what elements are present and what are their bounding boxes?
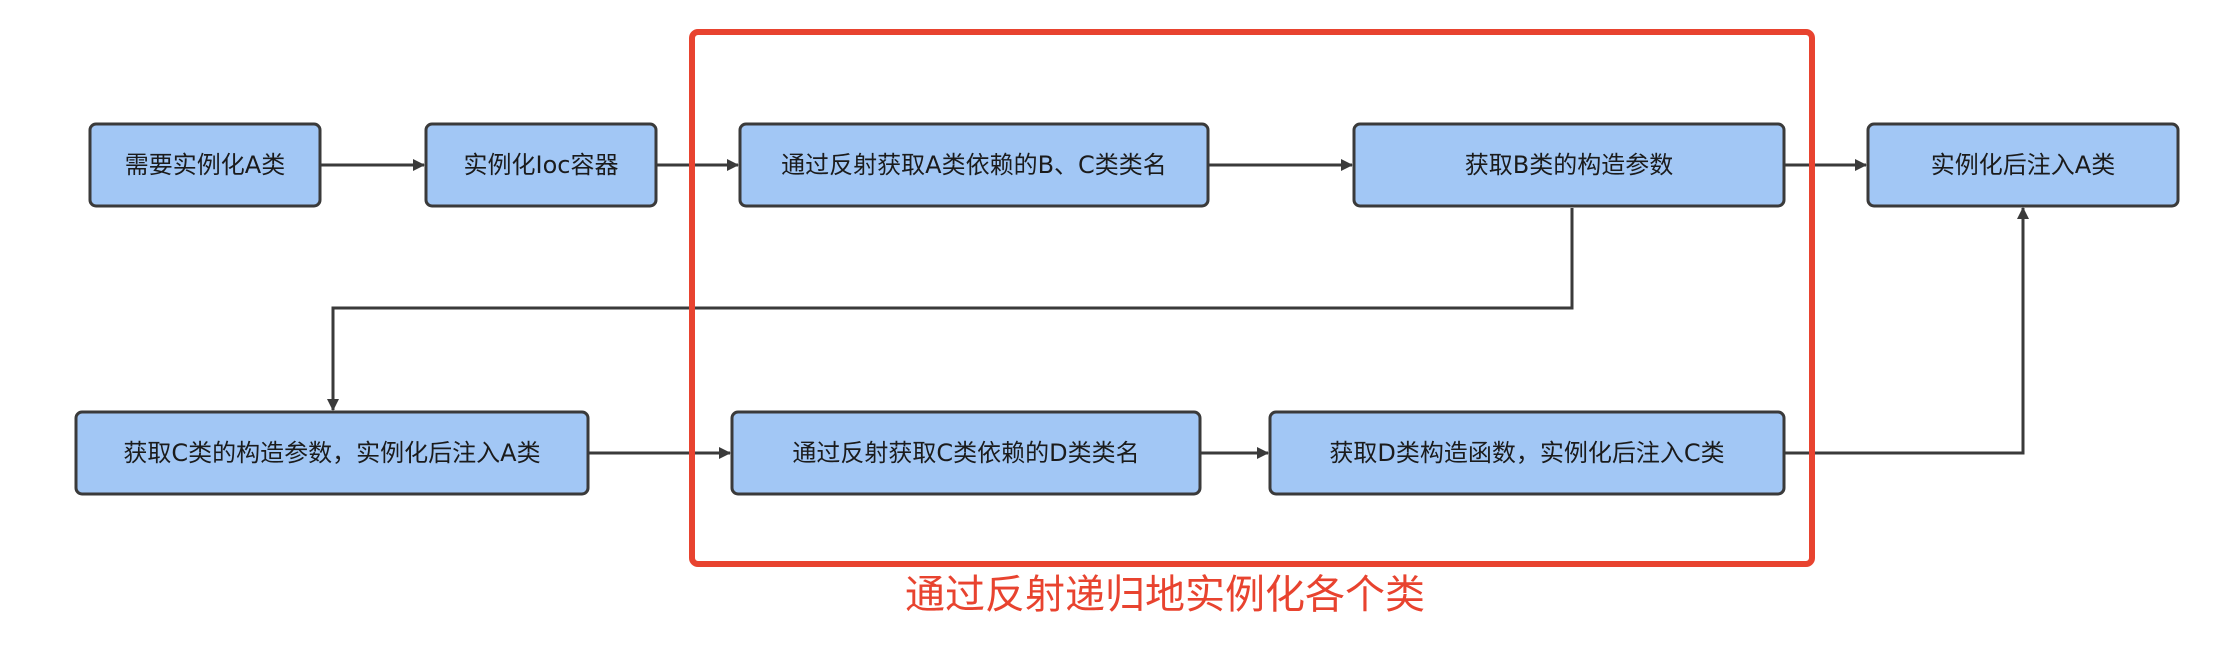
node-reflect-c: 通过反射获取C类依赖的D类类名 [730, 410, 1202, 496]
edge-d-ctor-to-inject-a [1784, 207, 2029, 455]
node-label: 实例化后注入A类 [1931, 151, 2115, 179]
node-label: 获取B类的构造参数 [1465, 151, 1673, 179]
node-ioc: 实例化Ioc容器 [424, 122, 658, 208]
node-c-params: 获取C类的构造参数，实例化后注入A类 [74, 410, 590, 496]
node-label: 需要实例化A类 [125, 151, 285, 179]
highlight-caption: 通过反射递归地实例化各个类 [905, 572, 1425, 618]
edge-b-params-to-c-params [327, 208, 1574, 411]
node-need-a: 需要实例化A类 [88, 122, 322, 208]
node-reflect-a: 通过反射获取A类依赖的B、C类类名 [738, 122, 1210, 208]
node-label: 获取C类的构造参数，实例化后注入A类 [123, 439, 540, 467]
recursive-highlight-box [689, 29, 1815, 567]
node-label: 获取D类构造函数，实例化后注入C类 [1329, 439, 1724, 467]
node-d-ctor: 获取D类构造函数，实例化后注入C类 [1268, 410, 1786, 496]
node-label: 通过反射获取C类依赖的D类类名 [792, 439, 1139, 467]
node-b-params: 获取B类的构造参数 [1352, 122, 1786, 208]
node-label: 实例化Ioc容器 [464, 151, 619, 179]
node-label: 通过反射获取A类依赖的B、C类类名 [781, 151, 1167, 179]
node-inject-a: 实例化后注入A类 [1866, 122, 2180, 208]
